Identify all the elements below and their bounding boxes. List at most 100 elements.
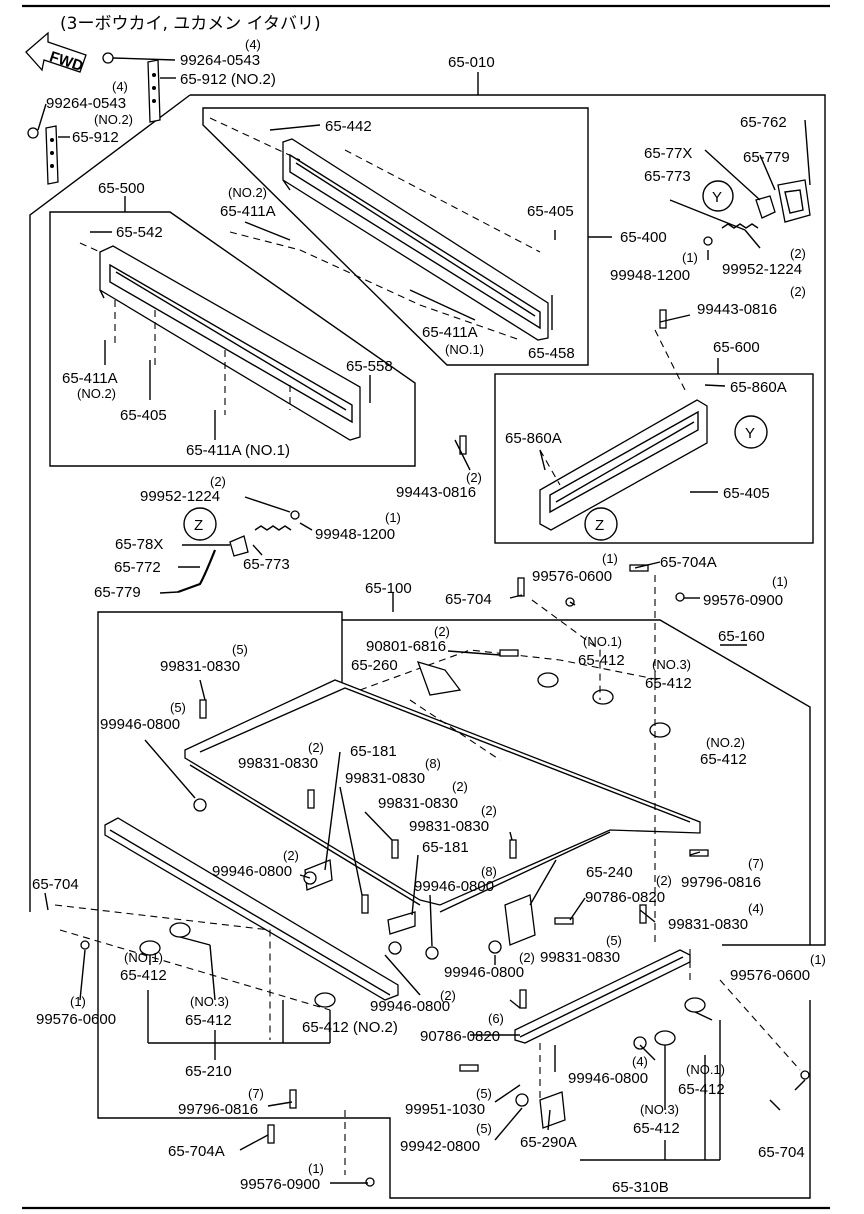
part-label: 65-100 bbox=[365, 580, 412, 597]
part-label: 65-411A bbox=[62, 370, 118, 387]
latch-assembly-y: Y bbox=[702, 179, 811, 246]
part-label: (2) bbox=[440, 988, 456, 1003]
part-label: (4) bbox=[112, 79, 128, 94]
part-label: (5) bbox=[476, 1121, 492, 1136]
part-label: (NO.1) bbox=[686, 1062, 725, 1077]
part-label: (NO.2) bbox=[94, 112, 133, 127]
part-label: (2) bbox=[790, 284, 806, 299]
part-label: 65-412 bbox=[578, 652, 625, 669]
part-label: 65-412 bbox=[185, 1012, 232, 1029]
part-label: (7) bbox=[748, 856, 764, 871]
part-label: (2) bbox=[466, 470, 482, 485]
part-label: 99948-1200 bbox=[610, 267, 690, 284]
part-label: 65-412 bbox=[678, 1081, 725, 1098]
part-label: 65-773 bbox=[243, 556, 290, 573]
part-label: 99946-0800 bbox=[444, 964, 524, 981]
part-label: (2) bbox=[210, 474, 226, 489]
part-label: 65-78X bbox=[115, 536, 163, 553]
part-label: 65-772 bbox=[114, 559, 161, 576]
part-label: (6) bbox=[488, 1011, 504, 1026]
part-label: (1) bbox=[602, 551, 618, 566]
panel-outline-65-600 bbox=[494, 358, 814, 544]
part-label: (1) bbox=[810, 952, 826, 967]
part-label: 65-160 bbox=[718, 628, 765, 645]
part-label: (5) bbox=[606, 933, 622, 948]
part-label: 65-405 bbox=[120, 407, 167, 424]
part-label: (8) bbox=[425, 756, 441, 771]
part-label: (2) bbox=[308, 740, 324, 755]
part-label: 65-77X bbox=[644, 145, 692, 162]
part-label: (2) bbox=[452, 779, 468, 794]
part-label: 99443-0816 bbox=[396, 484, 476, 501]
part-label: 99948-1200 bbox=[315, 526, 395, 543]
part-label: (4) bbox=[748, 901, 764, 916]
part-label: 65-210 bbox=[185, 1063, 232, 1080]
part-label: (8) bbox=[481, 864, 497, 879]
clip-65-412-icon bbox=[139, 672, 706, 1046]
part-label: 65-290A bbox=[520, 1134, 577, 1151]
latch-assembly-z: Z Z bbox=[177, 507, 618, 594]
part-label: 65-310B bbox=[612, 1179, 669, 1196]
part-label: 65-704A bbox=[168, 1143, 225, 1160]
part-label: (NO.3) bbox=[190, 994, 229, 1009]
gate-panel-65-500 bbox=[79, 242, 361, 441]
part-label: 65-181 bbox=[350, 743, 397, 760]
stake-65-912-b bbox=[45, 125, 59, 185]
part-label: 65-412 bbox=[120, 967, 167, 984]
part-label: (5) bbox=[170, 700, 186, 715]
part-label: 65-411A (NO.1) bbox=[186, 442, 290, 459]
part-label: 99946-0800 bbox=[568, 1070, 648, 1087]
part-label: 65-405 bbox=[723, 485, 770, 502]
part-label: 65-600 bbox=[713, 339, 760, 356]
part-label: 65-704 bbox=[445, 591, 492, 608]
part-label: (NO.3) bbox=[640, 1102, 679, 1117]
part-label: 65-412 (NO.2) bbox=[302, 1019, 398, 1036]
part-label: 99942-0800 bbox=[400, 1138, 480, 1155]
bracket-65-290a bbox=[539, 1091, 566, 1129]
part-label: 65-779 bbox=[94, 584, 141, 601]
part-label: 65-773 bbox=[644, 168, 691, 185]
part-label: (2) bbox=[790, 246, 806, 261]
part-label: 99831-0830 bbox=[378, 795, 458, 812]
part-label: 99796-0816 bbox=[681, 874, 761, 891]
part-label: 65-240 bbox=[586, 864, 633, 881]
bracket-65-260 bbox=[416, 661, 462, 696]
part-label: 65-704A bbox=[660, 554, 717, 571]
part-label: 99576-0600 bbox=[532, 568, 612, 585]
part-label: 65-181 bbox=[422, 839, 469, 856]
callout-circle-y bbox=[734, 415, 768, 449]
part-label: (4) bbox=[632, 1054, 648, 1069]
callout-y-top: Y bbox=[712, 189, 722, 206]
bolt-icon-set bbox=[199, 309, 709, 1144]
part-label: 99952-1224 bbox=[140, 488, 220, 505]
part-label: (7) bbox=[248, 1086, 264, 1101]
part-label: 65-860A bbox=[505, 430, 562, 447]
part-label: (NO.2) bbox=[77, 386, 116, 401]
part-label: (1) bbox=[70, 994, 86, 1009]
part-label: 65-912 bbox=[72, 129, 119, 146]
part-label: 65-762 bbox=[740, 114, 787, 131]
part-label: 65-458 bbox=[528, 345, 575, 362]
part-label: 65-442 bbox=[325, 118, 372, 135]
part-label: (2) bbox=[656, 873, 672, 888]
part-label: 99576-0900 bbox=[240, 1176, 320, 1193]
part-label: (5) bbox=[476, 1086, 492, 1101]
part-label: 99946-0800 bbox=[370, 998, 450, 1015]
part-label: (NO.1) bbox=[124, 950, 163, 965]
cross-member-65-210 bbox=[54, 817, 399, 1040]
part-label: 65-779 bbox=[743, 149, 790, 166]
part-label: (NO.1) bbox=[583, 634, 622, 649]
part-label: 99951-1030 bbox=[405, 1101, 485, 1118]
part-label: 65-412 bbox=[633, 1120, 680, 1137]
part-label: 65-411A bbox=[422, 324, 478, 341]
part-label: 99946-0800 bbox=[414, 878, 494, 895]
part-label: 99831-0830 bbox=[160, 658, 240, 675]
bolt-icon bbox=[27, 52, 114, 139]
part-label: 65-010 bbox=[448, 54, 495, 71]
part-label: (NO.1) bbox=[445, 342, 484, 357]
part-label: 99831-0830 bbox=[668, 916, 748, 933]
part-labels: (4) 99264-0543 65-912 (NO.2) 65-010 (4) … bbox=[32, 37, 826, 1196]
part-label: 90786-0820 bbox=[420, 1028, 500, 1045]
part-label: (2) bbox=[434, 624, 450, 639]
